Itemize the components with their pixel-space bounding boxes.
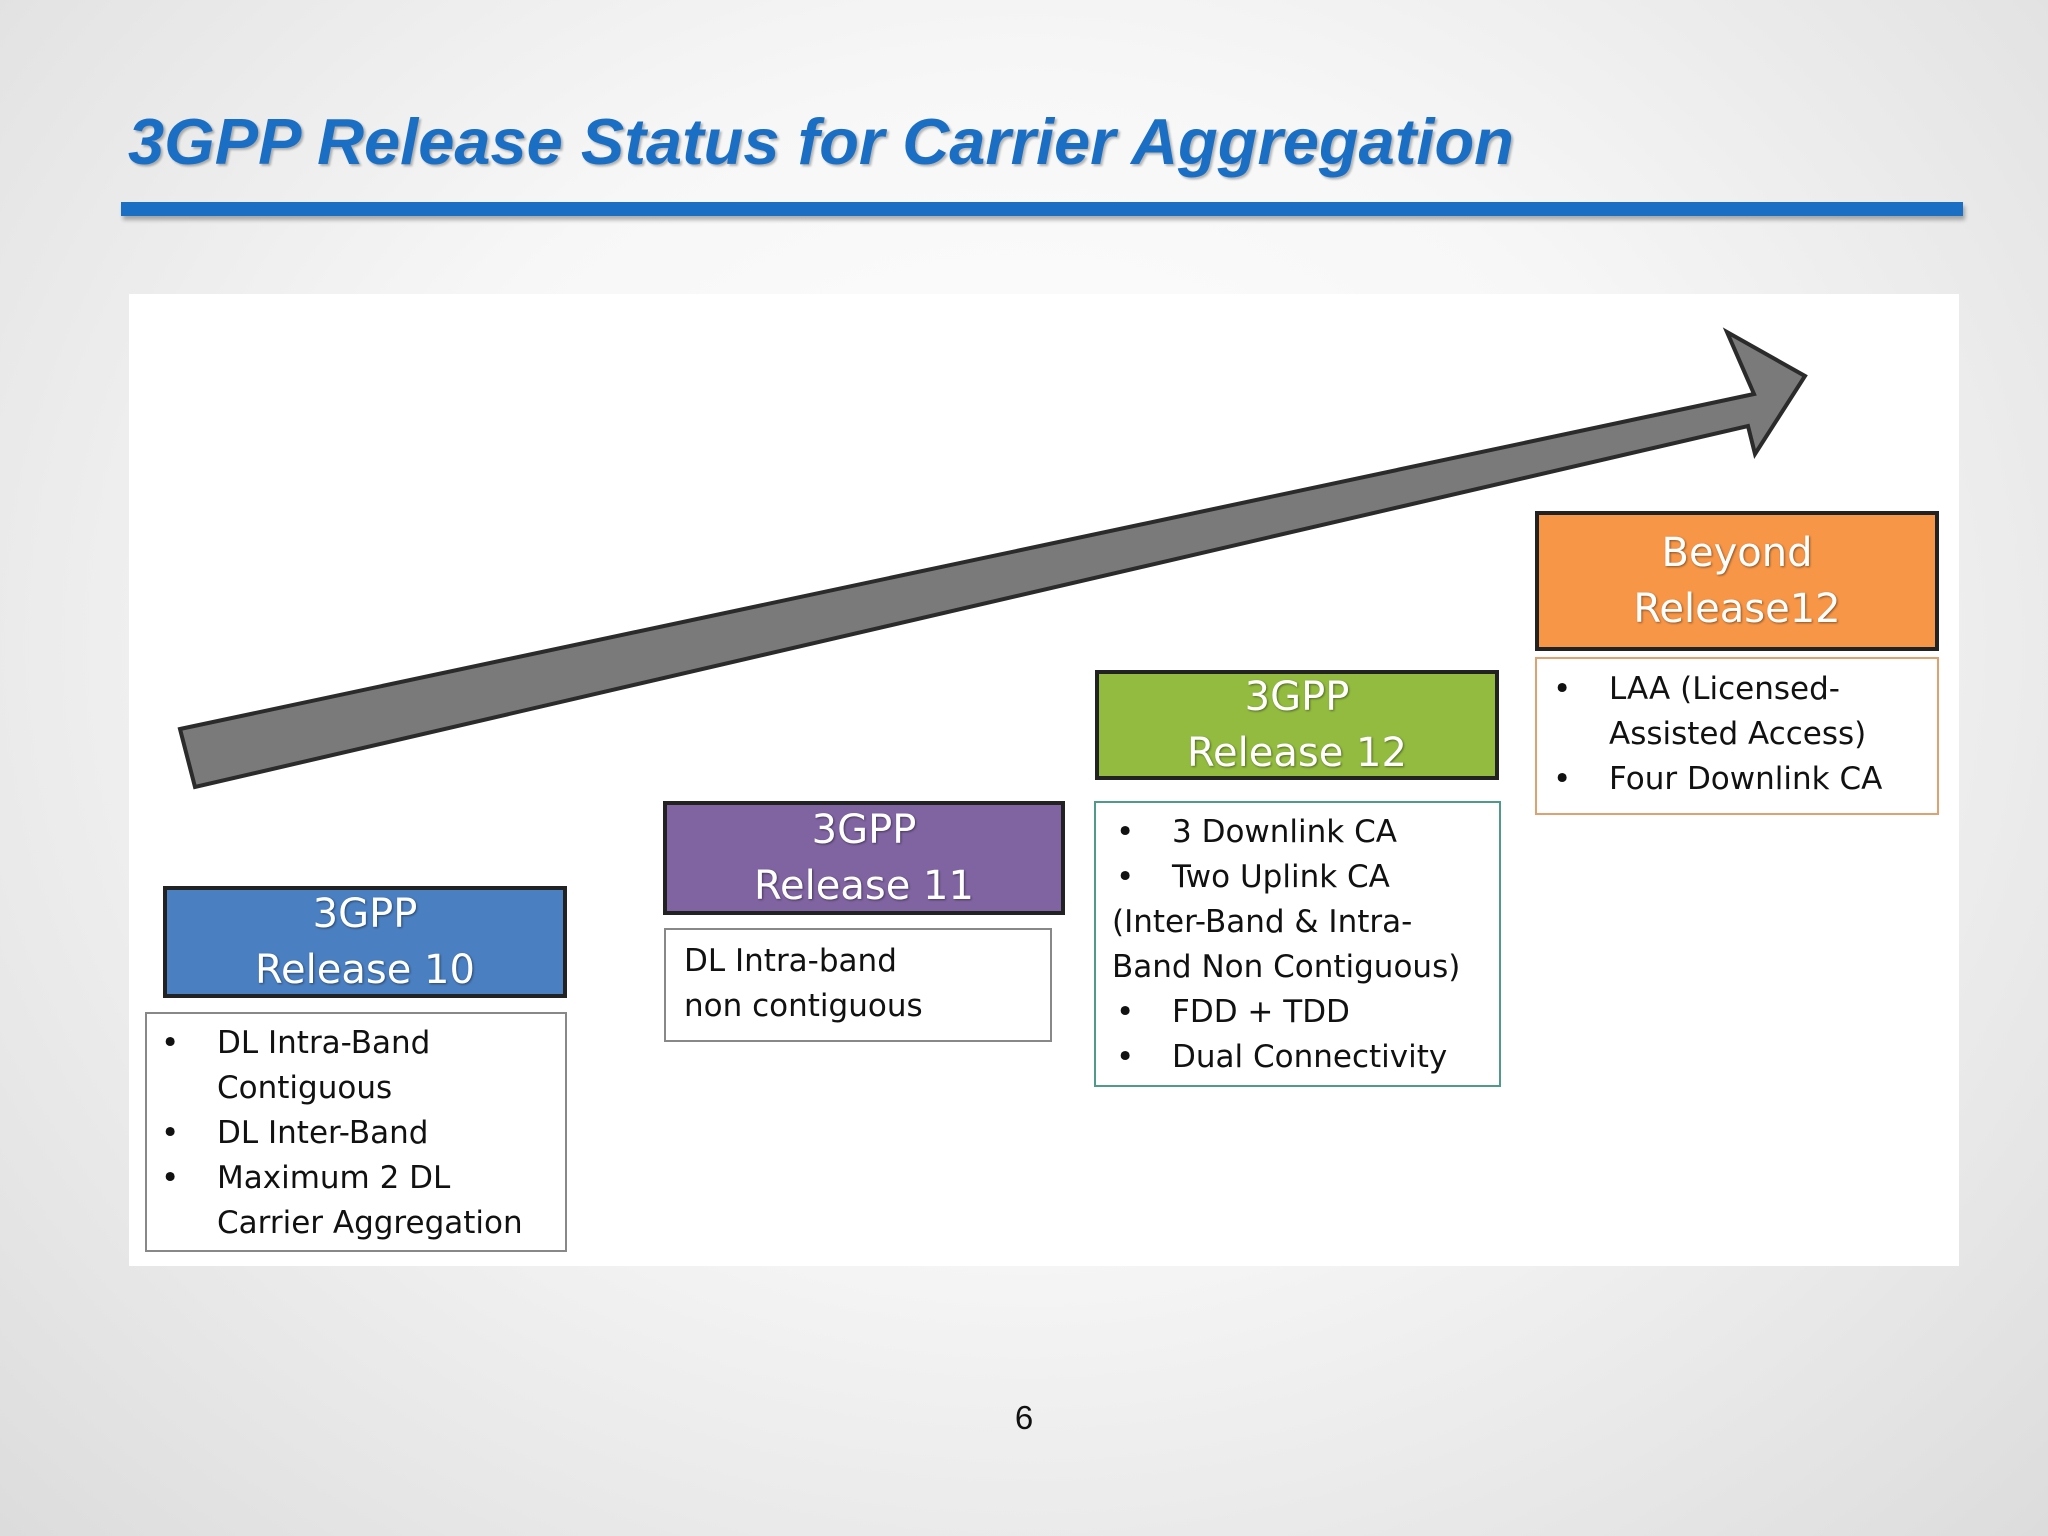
release-12-header-line1: 3GPP <box>1244 674 1350 720</box>
release-12-note: (Inter-Band & Intra-Band Non Contiguous) <box>1112 904 1461 985</box>
release-10-header-line1: 3GPP <box>312 891 418 937</box>
title-rule <box>121 202 1963 216</box>
beyond-header-line2: Release12 <box>1633 586 1841 632</box>
release-12-item: FDD + TDD <box>1112 990 1489 1035</box>
beyond-item: LAA (Licensed-Assisted Access) <box>1549 667 1927 757</box>
release-11-text-line2: non contiguous <box>684 988 923 1024</box>
release-diagram: 3GPP Release 10 DL Intra-Band Contiguous… <box>129 294 1959 1266</box>
release-10-item: DL Inter-Band <box>157 1111 555 1156</box>
progress-arrow <box>177 327 1808 790</box>
release-10-item: DL Intra-Band Contiguous <box>157 1021 555 1111</box>
release-11-header-line2: Release 11 <box>754 863 974 909</box>
slide-title: 3GPP Release Status for Carrier Aggregat… <box>128 105 1514 178</box>
release-10-header-line2: Release 10 <box>255 947 475 993</box>
release-12-item: Two Uplink CA <box>1112 855 1489 900</box>
release-11-details: DL Intra-band non contiguous <box>664 928 1052 1042</box>
release-12-item: 3 Downlink CA <box>1112 810 1489 855</box>
release-11-header-line1: 3GPP <box>811 807 917 853</box>
release-10-details: DL Intra-Band Contiguous DL Inter-Band M… <box>145 1012 567 1252</box>
beyond-header-line1: Beyond <box>1661 530 1813 576</box>
beyond-release12-details: LAA (Licensed-Assisted Access) Four Down… <box>1535 657 1939 815</box>
release-12-item: Dual Connectivity <box>1112 1035 1489 1080</box>
release-11-text-line1: DL Intra-band <box>684 943 897 979</box>
release-10-item: Maximum 2 DL Carrier Aggregation <box>157 1156 555 1246</box>
release-12-details: 3 Downlink CA Two Uplink CA (Inter-Band … <box>1094 801 1501 1087</box>
release-11-header: 3GPP Release 11 <box>663 801 1065 915</box>
beyond-release12-header: Beyond Release12 <box>1535 511 1939 651</box>
release-10-header: 3GPP Release 10 <box>163 886 567 998</box>
release-12-header-line2: Release 12 <box>1187 730 1407 776</box>
beyond-item: Four Downlink CA <box>1549 757 1927 802</box>
page-number: 6 <box>1014 1399 1034 1436</box>
progress-arrow-shape <box>177 327 1808 790</box>
release-12-header: 3GPP Release 12 <box>1095 670 1499 780</box>
